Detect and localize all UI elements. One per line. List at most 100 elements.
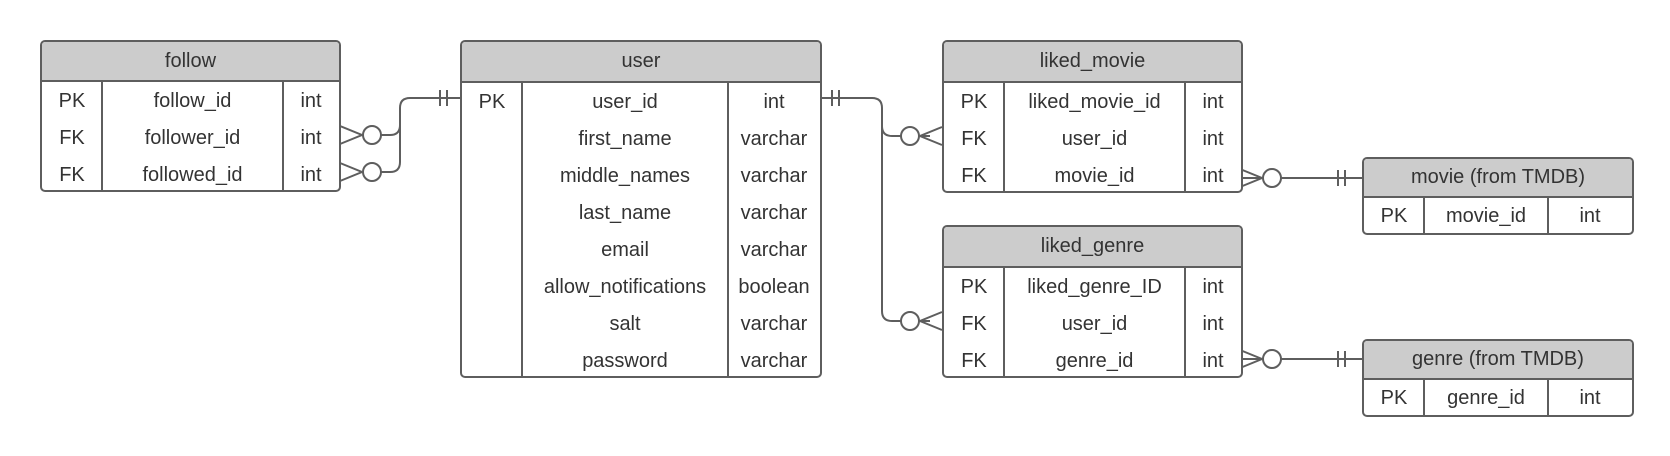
rel-user-likedgenre xyxy=(881,118,943,331)
zero-circle-likedgenre-user xyxy=(900,311,920,331)
entity-title: liked_movie xyxy=(944,42,1241,83)
column-type: int xyxy=(1202,128,1224,150)
column-type: int xyxy=(1202,350,1224,372)
table-row: last_name varchar xyxy=(462,195,820,232)
column-name: user_id xyxy=(1061,313,1128,335)
entity-genre: genre (from TMDB) PK genre_id int xyxy=(1362,339,1634,417)
key-cell xyxy=(462,306,522,343)
table-row: FK user_id int xyxy=(944,306,1241,343)
table-row: password varchar xyxy=(462,343,820,376)
key-cell: FK xyxy=(961,350,987,372)
column-name: follower_id xyxy=(144,127,241,149)
entity-title: follow xyxy=(42,42,339,82)
column-type: int xyxy=(300,90,322,112)
key-cell xyxy=(462,343,522,376)
table-row: FK genre_id int xyxy=(944,343,1241,376)
key-cell xyxy=(462,195,522,232)
column-type: int xyxy=(1202,276,1224,298)
column-type: int xyxy=(1579,387,1601,409)
table-row: FK movie_id int xyxy=(944,158,1241,191)
zero-circle-likedgenre-genre xyxy=(1262,349,1282,369)
key-cell: FK xyxy=(59,164,85,186)
column-name: liked_genre_ID xyxy=(1027,276,1162,298)
column-type: varchar xyxy=(740,128,808,150)
rel-user-likedmovie xyxy=(822,97,943,146)
one-bars-user-left xyxy=(439,90,448,106)
key-cell xyxy=(462,158,522,195)
column-name: movie_id xyxy=(1054,165,1135,187)
crowfoot-followed xyxy=(339,162,365,182)
table-row: email varchar xyxy=(462,232,820,269)
column-name: password xyxy=(582,350,668,372)
table-row: PK movie_id int xyxy=(1364,198,1632,233)
one-bars-user-right xyxy=(831,90,840,106)
table-row: PK liked_genre_ID int xyxy=(944,269,1241,306)
column-type: int xyxy=(1202,165,1224,187)
column-name: followed_id xyxy=(142,164,243,186)
column-type: varchar xyxy=(740,239,808,261)
column-name: last_name xyxy=(578,202,672,224)
key-cell: FK xyxy=(961,128,987,150)
table-row: PK genre_id int xyxy=(1364,380,1632,415)
key-cell: PK xyxy=(1380,205,1408,227)
entity-title: movie (from TMDB) xyxy=(1364,159,1632,198)
key-cell: FK xyxy=(961,313,987,335)
column-type: varchar xyxy=(740,313,808,335)
entity-title: user xyxy=(462,42,820,83)
column-type: varchar xyxy=(740,165,808,187)
one-bars-genre xyxy=(1337,351,1346,367)
key-cell: PK xyxy=(1380,387,1408,409)
column-type: int xyxy=(1579,205,1601,227)
key-cell: PK xyxy=(960,276,988,298)
column-name: middle_names xyxy=(559,165,691,187)
column-type: int xyxy=(300,164,322,186)
entity-movie: movie (from TMDB) PK movie_id int xyxy=(1362,157,1634,235)
table-row: salt varchar xyxy=(462,306,820,343)
zero-circle-followed xyxy=(362,162,382,182)
column-type: int xyxy=(1202,91,1224,113)
one-bars-movie xyxy=(1337,170,1346,186)
entity-user: user PK user_id int first_name varchar m… xyxy=(460,40,822,378)
column-name: user_id xyxy=(592,91,658,113)
zero-circle-follower xyxy=(362,125,382,145)
column-type: int xyxy=(300,127,322,149)
entity-liked-genre: liked_genre PK liked_genre_ID int FK use… xyxy=(942,225,1243,378)
column-type: int xyxy=(763,91,785,113)
column-name: email xyxy=(601,239,649,261)
column-name: genre_id xyxy=(1447,387,1525,409)
rel-likedgenre-genre xyxy=(1239,349,1362,369)
column-name: user_id xyxy=(1061,128,1128,150)
column-name: salt xyxy=(609,313,641,335)
zero-circle-likedmovie-movie xyxy=(1262,168,1282,188)
rel-likedmovie-movie xyxy=(1239,168,1362,188)
table-row: allow_notifications boolean xyxy=(462,269,820,306)
key-cell: FK xyxy=(961,165,987,187)
entity-title: genre (from TMDB) xyxy=(1364,341,1632,380)
column-name: movie_id xyxy=(1445,205,1527,227)
key-cell: PK xyxy=(960,91,988,113)
table-row: PK follow_id int xyxy=(42,83,339,120)
table-row: FK followed_id int xyxy=(42,157,339,190)
rel-followed-user xyxy=(339,108,401,182)
key-cell xyxy=(462,121,522,158)
zero-circle-likedmovie-user xyxy=(900,126,920,146)
key-cell xyxy=(462,232,522,269)
column-type: boolean xyxy=(738,276,810,298)
key-cell: PK xyxy=(58,90,86,112)
key-cell: FK xyxy=(59,127,85,149)
column-name: follow_id xyxy=(153,90,232,112)
key-cell: PK xyxy=(478,91,506,113)
entity-title: liked_genre xyxy=(944,227,1241,268)
key-cell xyxy=(462,269,522,306)
entity-liked-movie: liked_movie PK liked_movie_id int FK use… xyxy=(942,40,1243,193)
table-row: FK user_id int xyxy=(944,121,1241,158)
table-row: first_name varchar xyxy=(462,121,820,158)
table-row: PK user_id int xyxy=(462,84,820,121)
column-name: genre_id xyxy=(1055,350,1134,372)
column-type: int xyxy=(1202,313,1224,335)
entity-follow: follow PK follow_id int FK follower_id i… xyxy=(40,40,341,192)
table-row: FK follower_id int xyxy=(42,120,339,157)
crowfoot-follower xyxy=(339,125,365,145)
column-name: allow_notifications xyxy=(543,276,707,298)
